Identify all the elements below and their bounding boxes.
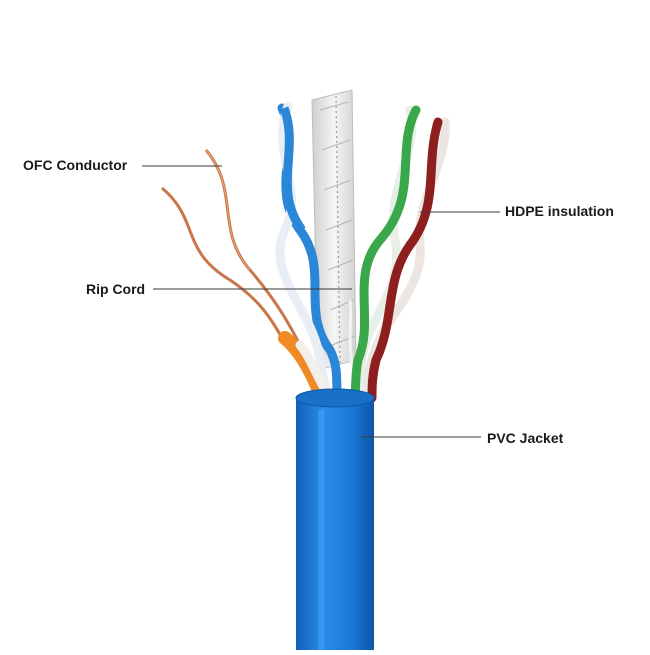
blue-twisted-pair [275, 101, 343, 403]
pvc-jacket-label: PVC Jacket [487, 430, 564, 446]
rip-cord-label: Rip Cord [86, 281, 146, 297]
leader-lines [142, 165, 500, 438]
brown-twisted-pair [363, 117, 450, 403]
hdpe-insulation-label: HDPE insulation [505, 203, 614, 219]
ofc-conductor-label: OFC Conductor [23, 157, 128, 173]
rip-cord [348, 299, 354, 366]
pvc-jacket [295, 388, 375, 650]
orange-pair-with-copper [161, 149, 335, 405]
